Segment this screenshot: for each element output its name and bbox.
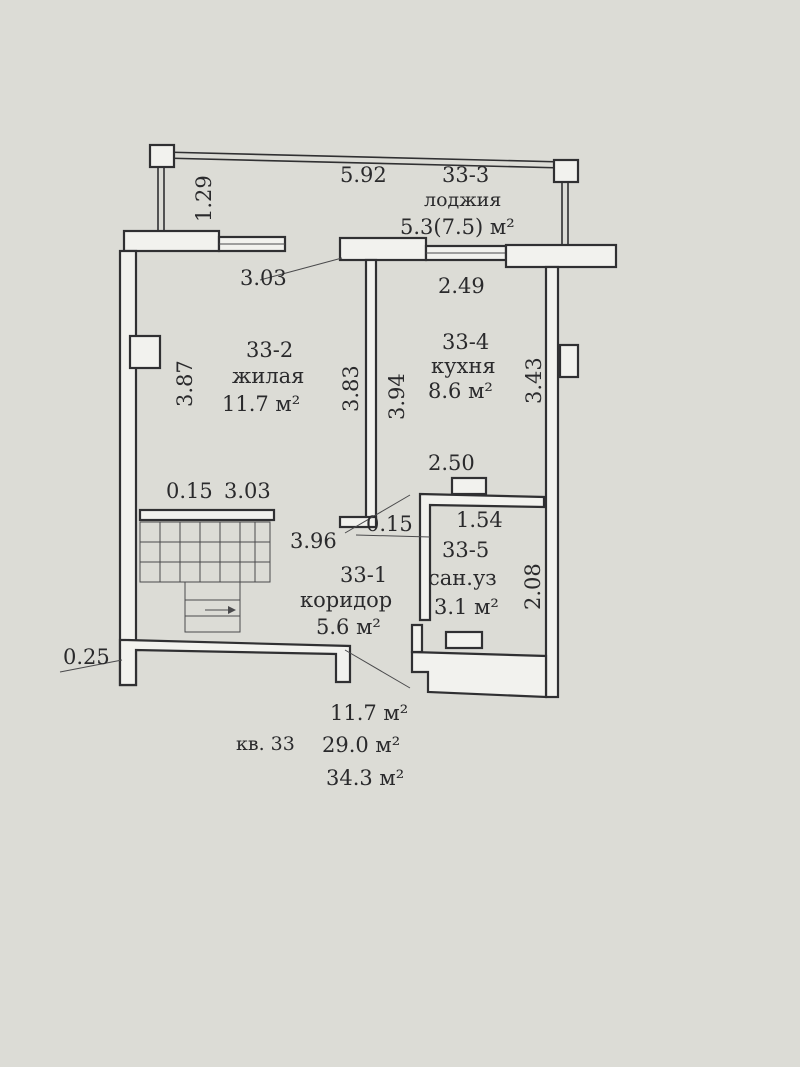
dim-corridor-width: 3.96 xyxy=(290,529,337,553)
dim-stair-width: 3.03 xyxy=(224,479,271,503)
bath-vent xyxy=(450,476,488,496)
stair-wall xyxy=(138,508,276,522)
dim-kitchen-top: 2.49 xyxy=(438,274,485,298)
corridor-area: 5.6 м² xyxy=(316,615,381,639)
window-wall-left xyxy=(122,229,221,253)
wall-bottom-right xyxy=(410,650,548,699)
summary-total-area: 34.3 м² xyxy=(326,766,404,790)
dim-kitchen-left: 3.94 xyxy=(385,373,409,420)
staircase xyxy=(139,521,271,633)
partition-living-kitchen xyxy=(364,258,378,527)
living-area: 11.7 м² xyxy=(222,392,300,416)
kitchen-name: кухня xyxy=(431,354,496,378)
bathroom-wall xyxy=(418,492,546,622)
dim-bath-height: 2.08 xyxy=(521,563,545,610)
dim-partition: 0.15 xyxy=(366,512,413,536)
living-id: 33-2 xyxy=(246,338,293,362)
column-right xyxy=(558,343,580,379)
loggia-area: 5.3(7.5) м² xyxy=(400,215,515,239)
kitchen-id: 33-4 xyxy=(442,330,489,354)
loggia-post-right xyxy=(552,158,580,184)
kitchen-area: 8.6 м² xyxy=(428,379,493,403)
wall-right xyxy=(544,265,560,699)
dim-living-top: 3.03 xyxy=(240,266,287,290)
loggia-id: 33-3 xyxy=(442,163,489,187)
dim-bath-inner: 1.54 xyxy=(456,508,503,532)
dim-wall-thickness: 0.25 xyxy=(63,645,110,669)
wall-bottom-left xyxy=(118,638,352,687)
corridor-id: 33-1 xyxy=(340,563,387,587)
leader-lines xyxy=(59,257,431,689)
loggia-structure xyxy=(122,143,618,269)
dim-living-left: 3.87 xyxy=(173,360,197,407)
interior-partitions xyxy=(138,258,546,650)
dim-stair-offset: 0.15 xyxy=(166,479,213,503)
dim-loggia-width: 5.92 xyxy=(340,163,387,187)
window-wall-right xyxy=(504,243,618,269)
corridor-name: коридор xyxy=(300,588,392,612)
partition-stub xyxy=(338,515,378,529)
bathroom-name: сан.уз xyxy=(428,566,497,590)
summary-living-area: 11.7 м² xyxy=(330,701,408,725)
wall-left xyxy=(118,249,138,687)
column-left xyxy=(128,334,162,370)
bathroom-area: 3.1 м² xyxy=(434,595,499,619)
loggia-name: лоджия xyxy=(424,189,501,211)
dim-bath-top: 2.50 xyxy=(428,451,475,475)
toilet xyxy=(444,630,484,650)
loggia-post-left xyxy=(148,143,176,169)
apartment-label: кв. 33 xyxy=(236,733,295,755)
window-wall-mid xyxy=(338,236,428,262)
dim-loggia-depth: 1.29 xyxy=(192,175,216,222)
living-name: жилая xyxy=(232,364,304,388)
door-jamb xyxy=(410,623,424,654)
dim-living-right: 3.83 xyxy=(339,365,363,412)
dim-kitchen-right: 3.43 xyxy=(522,357,546,404)
summary-usable-area: 29.0 м² xyxy=(322,733,400,757)
bathroom-id: 33-5 xyxy=(442,538,489,562)
exterior-walls xyxy=(118,249,580,699)
